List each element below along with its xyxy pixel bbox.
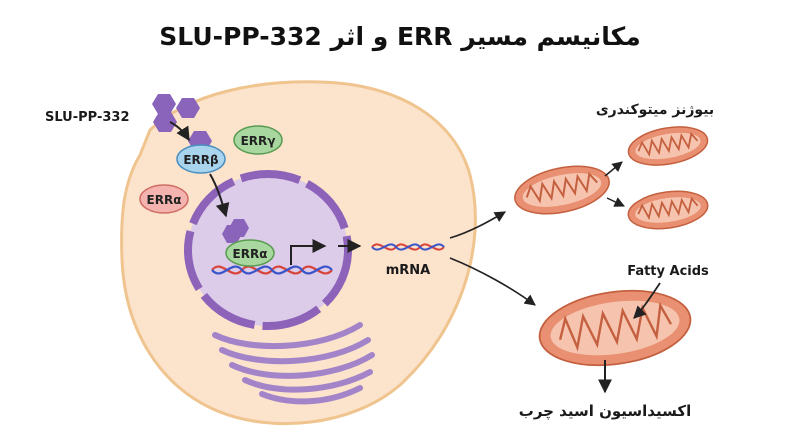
fatty-acids-label: Fatty Acids [627, 264, 709, 279]
ligand-label: SLU-PP-332 [45, 110, 130, 125]
mrna-label: mRNA [386, 263, 431, 278]
mitochondrion-daughter-top [627, 126, 709, 166]
err-beta-receptor: ERRβ [176, 144, 226, 174]
golgi-apparatus [212, 322, 375, 405]
ligand-hexagon [153, 112, 177, 132]
ligand-hexagon [152, 94, 176, 114]
transcription-arrow [290, 239, 327, 265]
translocation-arrow [209, 173, 230, 218]
mitochondrion-parent [514, 165, 610, 215]
ligand-molecules [152, 94, 249, 243]
err-beta-label: ERRβ [183, 153, 219, 167]
ligand-hexagon-nuclear [222, 225, 242, 243]
fission-arrow-top [604, 161, 623, 177]
err-alpha-nuclear-label: ERRα [233, 247, 268, 261]
err-alpha-label: ERRα [147, 193, 182, 207]
biogenesis-label: بیوژنز میتوکندری [596, 102, 714, 118]
err-gamma-label: ERRγ [241, 134, 276, 148]
err-alpha-receptor-nucleus: ERRα [225, 239, 275, 267]
err-alpha-receptor-cytoplasm: ERRα [139, 184, 189, 214]
dna-helix [211, 265, 333, 275]
fatty-acid-entry-arrow [633, 282, 661, 319]
mitochondrion-large [538, 289, 692, 367]
fission-arrow-bottom [606, 197, 625, 207]
mitochondrion-daughter-bottom [627, 190, 709, 230]
ligand-hexagon [176, 98, 200, 118]
err-gamma-receptor: ERRγ [233, 125, 283, 155]
binding-arrow [169, 121, 190, 142]
page-title: مکانیسم مسیر ERR و اثر SLU-PP-332 [159, 22, 641, 51]
mrna-strand [371, 243, 445, 251]
biogenesis-arrow [449, 211, 506, 239]
oxidation-arrow [449, 257, 536, 306]
fatty-acid-oxidation-label: اکسیداسیون اسید چرب [519, 402, 691, 421]
